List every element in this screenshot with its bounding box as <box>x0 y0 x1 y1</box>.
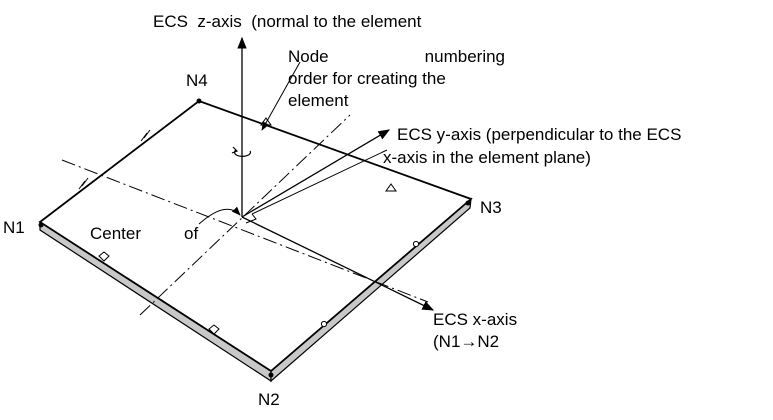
triangle-marker-1 <box>260 117 272 126</box>
y-axis-label-line2: x-axis in the element plane) <box>383 148 591 167</box>
y-axis-arrow <box>241 129 391 218</box>
node-n2-dot <box>268 372 274 378</box>
triangle-marker-2 <box>385 183 397 192</box>
diamond-marker-2 <box>208 324 220 335</box>
note-line1-word1: Node <box>288 47 329 66</box>
node-label-n4: N4 <box>186 71 208 90</box>
node-label-n1: N1 <box>3 218 25 237</box>
z-axis-label: ECS z-axis (normal to the element <box>153 12 422 31</box>
plate-top-face <box>38 99 473 373</box>
diamond-marker-1 <box>98 251 110 262</box>
centerline-a <box>61 159 429 303</box>
y-axis-label-line1: ECS y-axis (perpendicular to the ECS <box>397 125 681 144</box>
node-n1-dot <box>38 222 44 228</box>
center-label-word1: Center <box>90 224 141 243</box>
center-label-word2: of <box>184 224 198 243</box>
node-n4-dot <box>196 98 202 104</box>
note-leader-line <box>261 61 301 131</box>
note-line1-word2: numbering <box>425 47 505 66</box>
edge-ticks <box>78 129 151 190</box>
circle-marker-2 <box>320 320 328 328</box>
note-line2: order for creating the <box>288 69 446 88</box>
x-axis-arrow <box>241 216 435 311</box>
node-label-n2: N2 <box>258 390 280 409</box>
right-angle-mark <box>245 213 257 224</box>
node-n3-dot <box>465 200 471 206</box>
circle-marker-1 <box>412 240 420 248</box>
x-axis-label-line1: ECS x-axis <box>433 310 517 329</box>
note-line3: element <box>288 91 349 110</box>
node-label-n3: N3 <box>480 198 502 217</box>
center-pointer-arrow <box>198 206 241 225</box>
x-axis-label-line2: (N1→N2 <box>433 332 499 351</box>
y-axis-helper-line <box>251 149 388 215</box>
rotation-arrow-head <box>231 146 239 154</box>
